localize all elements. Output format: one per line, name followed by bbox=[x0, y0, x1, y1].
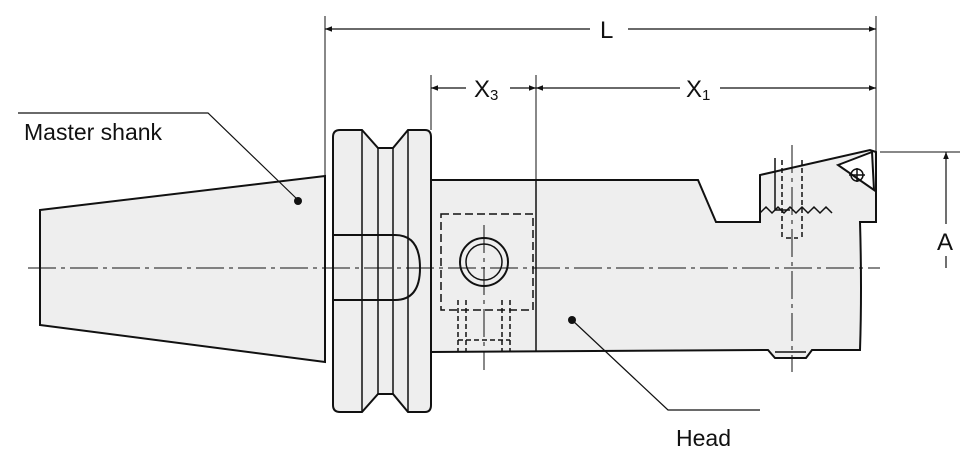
cutting-insert bbox=[835, 150, 876, 192]
head-leader-dot bbox=[568, 316, 576, 324]
flange bbox=[332, 129, 432, 413]
master-shank-label: Master shank bbox=[24, 119, 163, 145]
dimension-lines bbox=[325, 26, 949, 268]
head-label: Head bbox=[676, 425, 731, 451]
dimension-L-label: L bbox=[600, 17, 613, 44]
master-shank bbox=[39, 129, 432, 413]
dimension-X3-label: X3 bbox=[474, 76, 498, 104]
serration bbox=[759, 205, 833, 215]
head bbox=[430, 148, 877, 359]
center-lines bbox=[28, 145, 880, 372]
head-body bbox=[430, 148, 877, 359]
dimension-X1-label: X1 bbox=[686, 76, 710, 104]
hidden-clamp-outline bbox=[440, 213, 534, 311]
taper-body bbox=[39, 174, 326, 364]
dimension-A-label: A bbox=[937, 229, 953, 256]
extension-lines bbox=[324, 16, 960, 180]
leader-lines bbox=[18, 112, 760, 411]
head-details bbox=[440, 150, 876, 353]
master-shank-leader-dot bbox=[294, 197, 302, 205]
